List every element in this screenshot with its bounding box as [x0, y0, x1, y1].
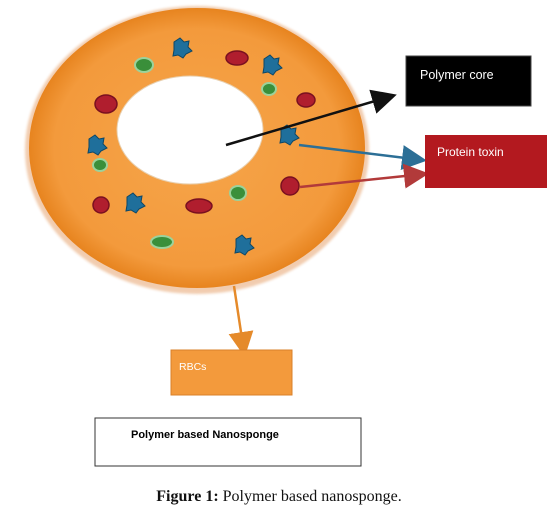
nanoparticle-icon — [134, 57, 154, 73]
nanosponge-title-label: Polymer based Nanosponge — [131, 429, 279, 441]
toxin-particles — [87, 37, 300, 256]
arrow-to-rbcs — [228, 285, 254, 357]
figure-caption-text: Polymer based nanosponge. — [222, 488, 402, 505]
red-blood-cell-icon — [92, 196, 110, 214]
nanoparticle-icon — [229, 185, 247, 201]
arrow-to-polymer-core — [225, 89, 397, 147]
figure-caption-prefix: Figure 1: — [156, 488, 219, 505]
rbcs-label: RBCs — [179, 361, 206, 373]
rbc-particles — [92, 50, 316, 214]
arrow-to-protein-toxin-blue — [298, 143, 427, 170]
green-particles — [92, 57, 277, 249]
red-blood-cell-icon — [296, 92, 316, 108]
protein-toxin-label: Protein toxin — [437, 145, 504, 159]
nanosponge-title-box: Polymer based Nanosponge — [94, 417, 362, 467]
red-blood-cell-icon — [94, 94, 118, 114]
polymer-sponge-ring — [25, 6, 369, 294]
protein-toxin-icon — [172, 37, 193, 59]
rbcs-box: RBCs — [170, 349, 293, 396]
protein-toxin-icon — [262, 54, 283, 76]
nanoparticle-icon — [261, 82, 277, 96]
figure-caption: Figure 1: Polymer based nanosponge. — [0, 488, 558, 506]
polymer-core-label: Polymer core — [420, 68, 494, 82]
red-blood-cell-icon — [185, 198, 213, 214]
protein-toxin-icon — [234, 234, 255, 256]
arrow-to-protein-toxin-red — [299, 163, 429, 189]
polymer-core-hole — [116, 75, 264, 185]
nanoparticle-icon — [150, 235, 174, 249]
red-blood-cell-icon — [225, 50, 249, 66]
nanoparticle-icon — [92, 158, 108, 172]
polymer-core-box: Polymer core — [405, 55, 532, 107]
protein-toxin-icon — [125, 192, 146, 214]
protein-toxin-box: Protein toxin — [425, 135, 547, 188]
protein-toxin-icon — [279, 124, 300, 146]
protein-toxin-icon — [87, 134, 108, 156]
red-blood-cell-icon — [280, 176, 300, 196]
